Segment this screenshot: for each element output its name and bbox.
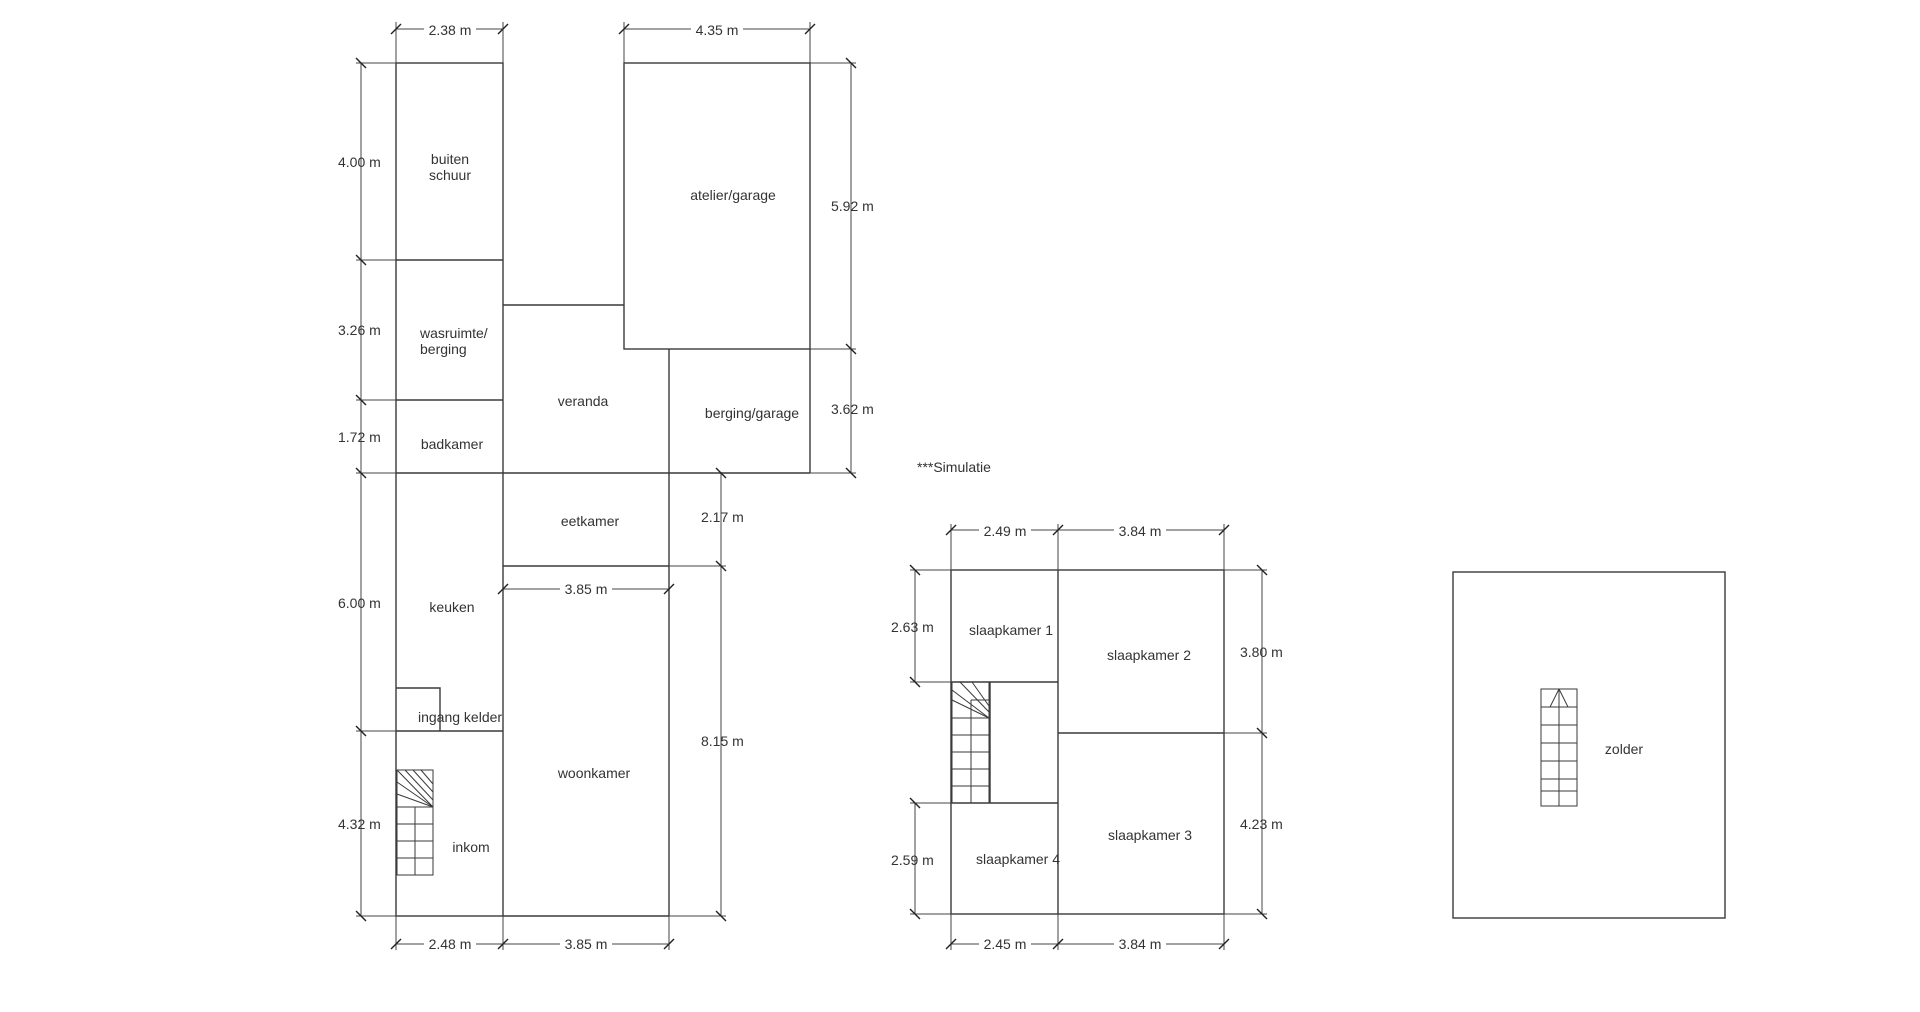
ground-floor-walls — [395, 62, 811, 917]
room-label-keuken: keuken — [429, 599, 474, 615]
room-label-buiten-schuur-line2: schuur — [429, 167, 471, 183]
dim-label-ff-bottom-right: 3.84 m — [1119, 936, 1162, 952]
dim-label-gf-right-2: 3.62 m — [831, 401, 874, 417]
dim-label-gf-left-3: 1.72 m — [338, 429, 381, 445]
dim-label-gf-left-2: 3.26 m — [338, 322, 381, 338]
room-label-veranda: veranda — [558, 393, 609, 409]
attic-walls — [1452, 571, 1726, 919]
first-floor-walls — [950, 569, 1225, 915]
dim-label-gf-left-5: 4.32 m — [338, 816, 381, 832]
room-label-buiten-schuur-line1: buiten — [431, 151, 469, 167]
dim-label-gf-bottom-left: 2.48 m — [429, 936, 472, 952]
dim-label-gf-left-4: 6.00 m — [338, 595, 381, 611]
dim-label-ff-top-left: 2.49 m — [984, 523, 1027, 539]
room-label-eetkamer: eetkamer — [561, 513, 620, 529]
dim-label-ff-right-1: 3.80 m — [1240, 644, 1283, 660]
room-label-slaapkamer-3: slaapkamer 3 — [1108, 827, 1192, 843]
room-label-slaapkamer-1: slaapkamer 1 — [969, 622, 1053, 638]
attic-stairs — [1540, 688, 1578, 807]
dim-label-gf-top-right: 4.35 m — [696, 22, 739, 38]
first-floor-stairs — [951, 681, 990, 804]
simulation-note: ***Simulatie — [917, 459, 991, 475]
dim-label-ff-left-2: 2.59 m — [891, 852, 934, 868]
ground-floor-stairs — [396, 769, 434, 876]
room-label-zolder: zolder — [1605, 741, 1643, 757]
room-label-badkamer: badkamer — [421, 436, 484, 452]
first-floor-dimension-lines — [909, 524, 1268, 950]
room-label-ingang-kelder: ingang kelder — [418, 709, 502, 725]
dim-label-gf-inner-width: 3.85 m — [565, 581, 608, 597]
dim-label-ff-bottom-left: 2.45 m — [984, 936, 1027, 952]
room-label-wasruimte-line2: berging — [420, 341, 467, 357]
dim-label-ff-top-right: 3.84 m — [1119, 523, 1162, 539]
dim-label-gf-mid-2: 8.15 m — [701, 733, 744, 749]
dim-label-gf-bottom-right: 3.85 m — [565, 936, 608, 952]
room-label-berging-garage: berging/garage — [705, 405, 799, 421]
room-label-slaapkamer-4: slaapkamer 4 — [976, 851, 1060, 867]
dim-label-ff-left-1: 2.63 m — [891, 619, 934, 635]
dim-label-gf-right-1: 5.92 m — [831, 198, 874, 214]
room-label-slaapkamer-2: slaapkamer 2 — [1107, 647, 1191, 663]
dim-label-ff-right-2: 4.23 m — [1240, 816, 1283, 832]
room-label-inkom: inkom — [452, 839, 489, 855]
dim-label-gf-left-1: 4.00 m — [338, 154, 381, 170]
dim-label-gf-top-left: 2.38 m — [429, 22, 472, 38]
room-label-wasruimte-line1: wasruimte/ — [419, 325, 488, 341]
dim-label-gf-mid-1: 2.17 m — [701, 509, 744, 525]
room-label-atelier-garage: atelier/garage — [690, 187, 776, 203]
room-label-woonkamer: woonkamer — [557, 765, 631, 781]
